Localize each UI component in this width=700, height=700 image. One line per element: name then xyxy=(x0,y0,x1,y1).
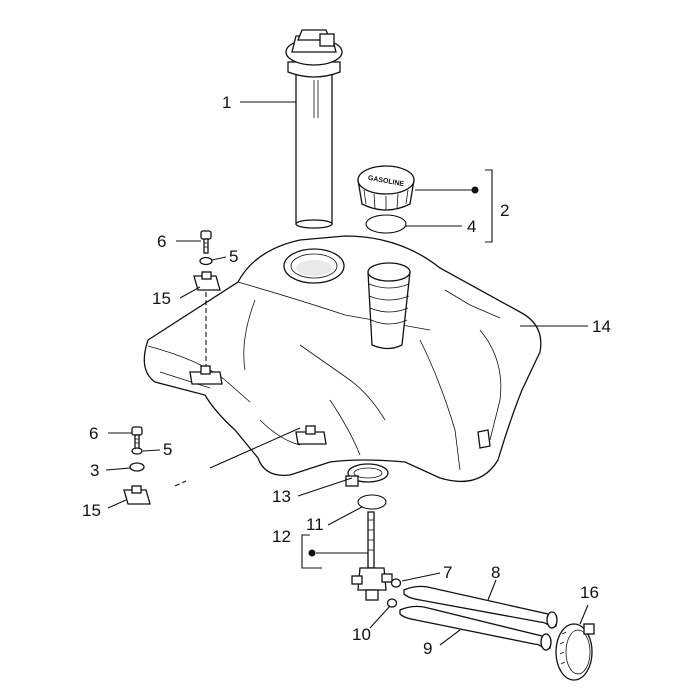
callout-labels: 1 2 3 4 5 5 6 6 7 8 9 10 11 12 13 14 15 … xyxy=(82,93,611,658)
fuel-valve xyxy=(351,511,393,601)
callout-2: 2 xyxy=(500,201,509,220)
callout-5-lower: 5 xyxy=(163,440,172,459)
callout-6-top: 6 xyxy=(157,232,166,251)
fuel-level-sender xyxy=(285,29,343,229)
valve-o-ring xyxy=(357,494,387,510)
leader-lines xyxy=(105,101,589,646)
callout-5-top: 5 xyxy=(229,247,238,266)
fuel-tank xyxy=(143,235,542,482)
callout-16: 16 xyxy=(580,583,599,602)
small-clip-7 xyxy=(390,578,402,588)
small-clip-10 xyxy=(386,598,398,608)
fuel-hose-8 xyxy=(403,585,558,629)
callout-1: 1 xyxy=(222,93,231,112)
callout-6-lower: 6 xyxy=(89,424,98,443)
lower-mount-hardware xyxy=(123,426,301,505)
cap-o-ring xyxy=(365,214,407,234)
callout-4: 4 xyxy=(467,217,476,236)
callout-15-top: 15 xyxy=(152,289,171,308)
callout-15-lower: 15 xyxy=(82,501,101,520)
callout-12: 12 xyxy=(272,527,291,546)
band-clamp-16 xyxy=(555,623,595,681)
callout-8: 8 xyxy=(491,563,500,582)
callout-7: 7 xyxy=(443,563,452,582)
hose-clamp-13 xyxy=(345,463,389,487)
callout-14: 14 xyxy=(592,317,611,336)
top-mount-hardware xyxy=(193,230,221,366)
callout-3: 3 xyxy=(90,461,99,480)
callout-13: 13 xyxy=(272,487,291,506)
callout-10: 10 xyxy=(352,625,371,644)
callout-9: 9 xyxy=(423,639,432,658)
fuel-cap: GASOLINE xyxy=(357,165,415,211)
callout-11: 11 xyxy=(306,515,324,534)
fuel-hose-9 xyxy=(399,605,552,651)
